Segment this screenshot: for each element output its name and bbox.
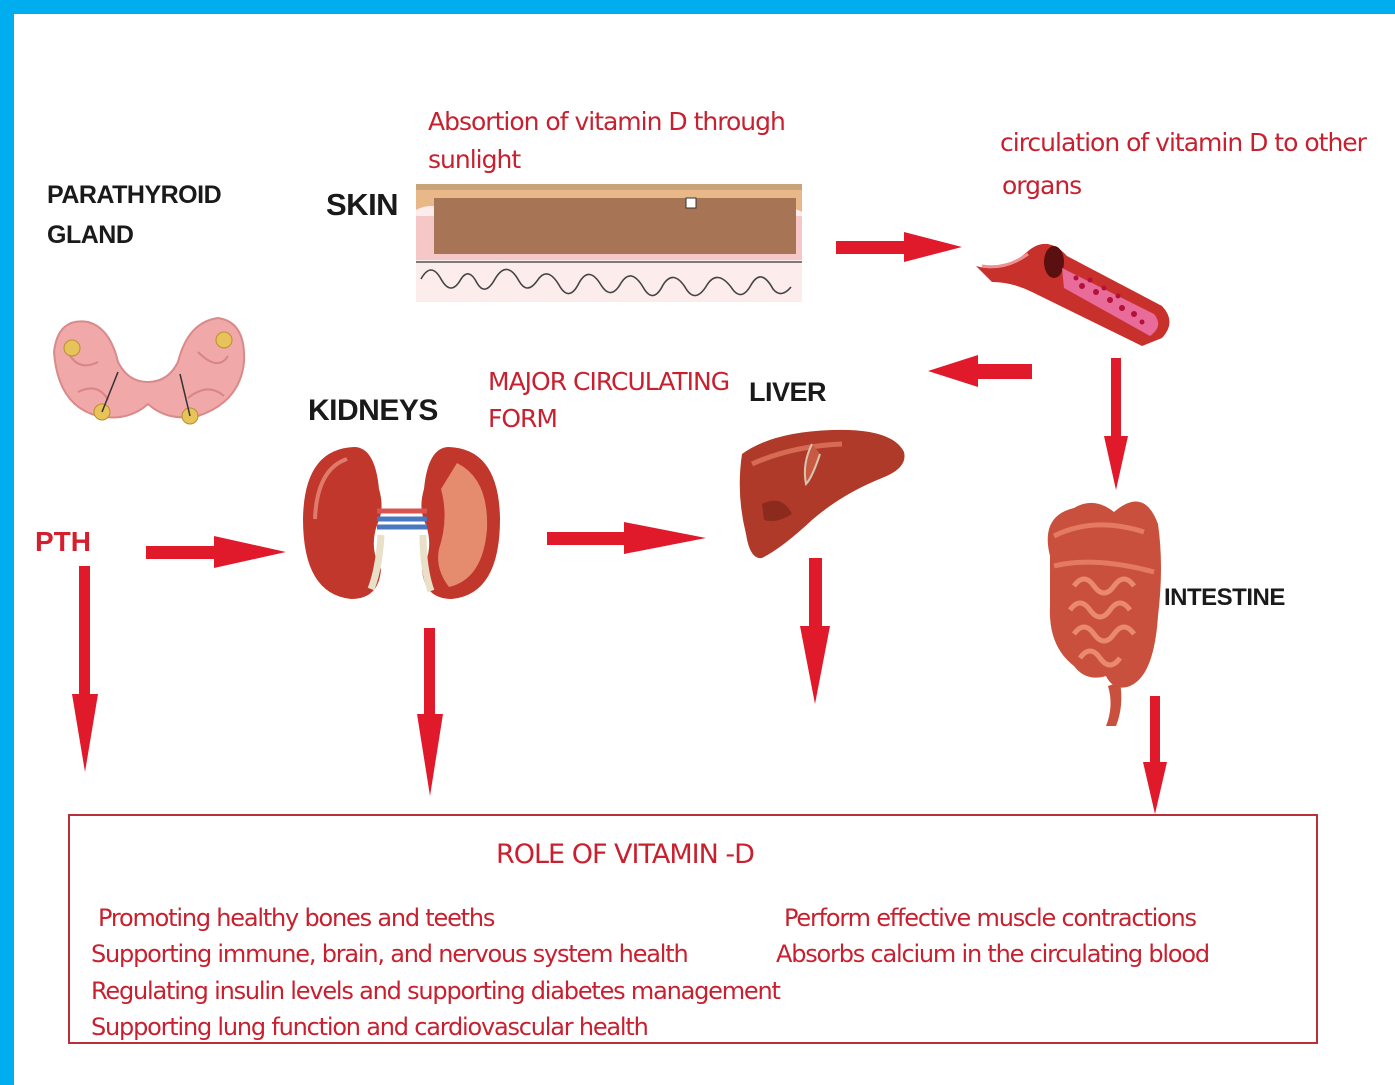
diagram-canvas: PARATHYROID GLAND SKIN Absortion of vita… (14, 14, 1395, 1085)
role-item: Absorbs calcium in the circulating blood (776, 940, 1209, 968)
role-item: Supporting lung function and cardiovascu… (91, 1013, 648, 1041)
arrow-intestine-down (1143, 696, 1167, 814)
arrow-liver-down (800, 558, 830, 704)
role-item: Promoting healthy bones and teeths (98, 904, 494, 932)
arrow-skin-to-vessel (836, 232, 962, 262)
role-title: ROLE OF VITAMIN -D (496, 839, 754, 870)
role-item: Perform effective muscle contractions (784, 904, 1196, 932)
role-item: Supporting immune, brain, and nervous sy… (91, 940, 687, 968)
arrow-pth-to-kidneys (146, 536, 286, 568)
arrow-pth-down (72, 566, 98, 772)
arrow-vessel-to-intestine (1104, 358, 1128, 490)
arrow-vessel-to-liver (928, 355, 1032, 387)
role-item: Regulating insulin levels and supporting… (91, 977, 780, 1005)
arrow-kidneys-to-liver (547, 522, 706, 554)
arrow-kidneys-down (417, 628, 443, 796)
